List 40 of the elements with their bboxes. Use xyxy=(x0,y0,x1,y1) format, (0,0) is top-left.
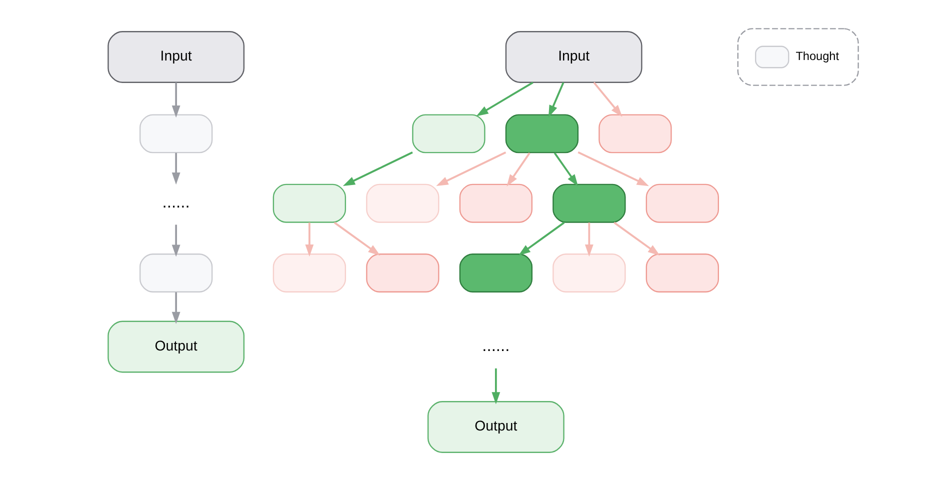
node-text: ...... xyxy=(482,336,510,356)
arrow xyxy=(553,152,578,186)
arrow xyxy=(548,82,564,118)
arrow xyxy=(342,152,412,186)
node-box xyxy=(552,254,626,292)
node-box xyxy=(458,184,532,223)
legend-label: Thought xyxy=(795,48,839,63)
node-box xyxy=(272,184,346,223)
node-box: Input xyxy=(107,31,244,83)
node-box xyxy=(412,114,485,154)
node-box xyxy=(598,114,672,154)
arrow xyxy=(171,292,180,324)
node-box xyxy=(366,184,439,223)
arrow xyxy=(436,152,506,186)
arrow xyxy=(506,152,530,186)
arrow xyxy=(613,222,660,256)
arrow xyxy=(584,222,593,257)
node-box: Output xyxy=(107,320,244,373)
node-box xyxy=(645,184,718,223)
node-box xyxy=(138,254,212,292)
arrow xyxy=(491,368,500,404)
node-text: ...... xyxy=(162,192,190,212)
node-box xyxy=(458,254,532,292)
arrow xyxy=(304,222,314,257)
arrow xyxy=(476,82,533,116)
arrow xyxy=(333,222,380,256)
node-box: Output xyxy=(426,401,564,453)
node-box xyxy=(138,114,212,154)
node-box xyxy=(272,254,346,292)
node-box xyxy=(366,254,439,292)
arrow xyxy=(171,224,180,257)
node-box xyxy=(552,184,626,223)
arrow xyxy=(592,82,622,117)
node-box: Input xyxy=(504,31,642,83)
arrow xyxy=(171,82,180,118)
node-box xyxy=(504,114,578,154)
arrow xyxy=(518,222,564,256)
arrow xyxy=(577,151,648,186)
arrow xyxy=(171,152,180,185)
node-box xyxy=(645,254,718,292)
